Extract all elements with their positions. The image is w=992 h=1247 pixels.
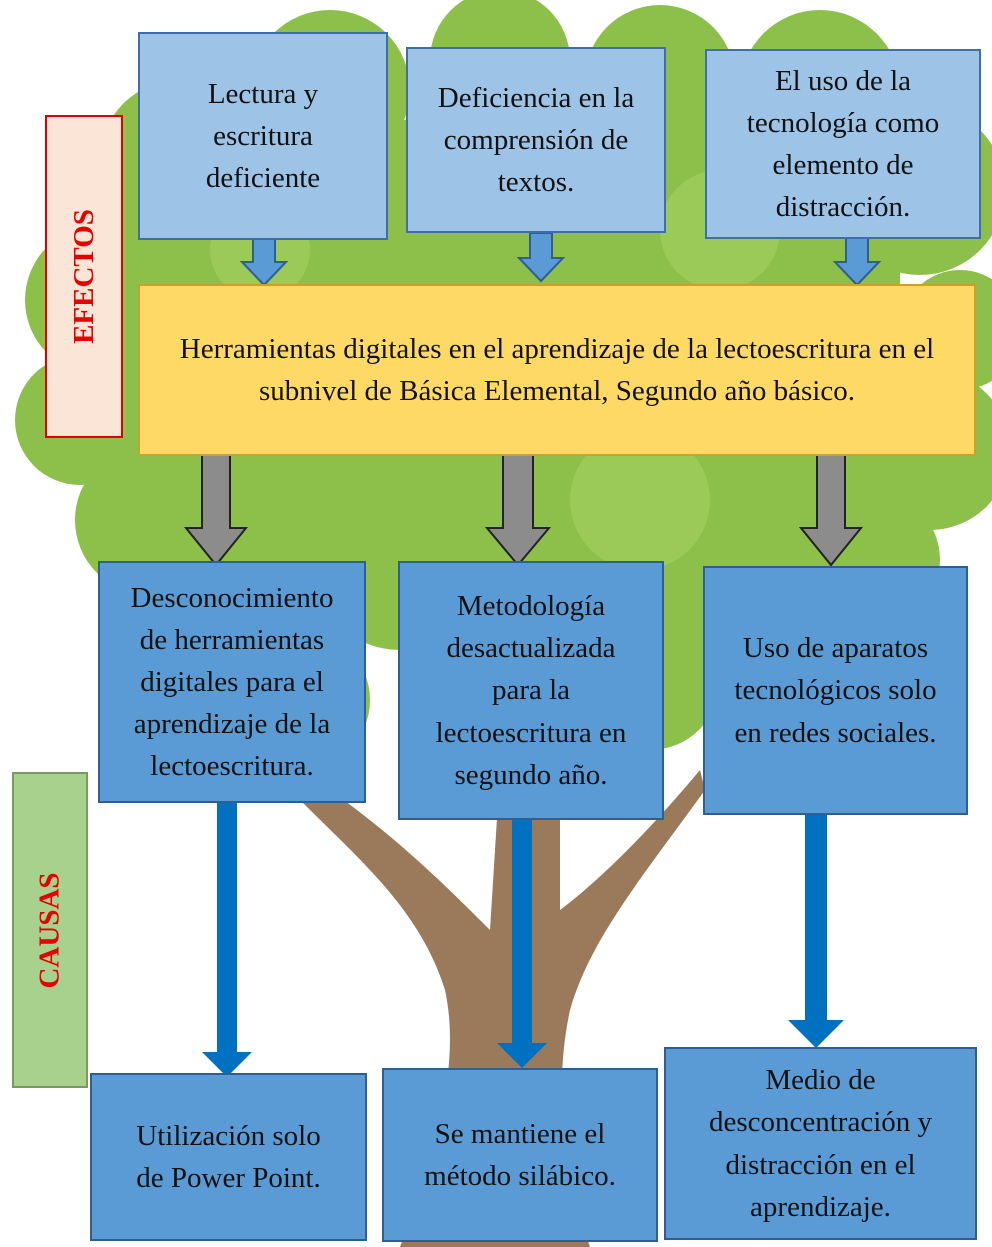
causas-label-text: CAUSAS <box>33 871 66 989</box>
sub-cause-text-2: Se mantiene el método silábico. <box>424 1117 616 1192</box>
sub-cause-box-1: Utilización solo de Power Point. <box>90 1073 367 1241</box>
cause-box-1: Desconocimiento de herramientas digitale… <box>98 561 366 803</box>
sub-cause-box-3: Medio de desconcentración y distracción … <box>664 1047 977 1240</box>
effect-box-1: Lectura y escritura deficiente <box>138 32 388 240</box>
efectos-label: EFECTOS <box>45 115 123 438</box>
central-problem-box: Herramientas digitales en el aprendizaje… <box>138 284 976 456</box>
sub-cause-box-2: Se mantiene el método silábico. <box>382 1068 658 1242</box>
sub-cause-text-3: Medio de desconcentración y distracción … <box>708 1064 933 1223</box>
efectos-label-text: EFECTOS <box>67 209 100 344</box>
cause-text-2: Metodología desactualizada para la lecto… <box>435 590 627 791</box>
effect-text-3: El uso de la tecnología como elemento de… <box>746 64 940 224</box>
sub-cause-text-1: Utilización solo de Power Point. <box>136 1119 321 1194</box>
effect-text-2: Deficiencia en la comprensión de textos. <box>437 81 635 199</box>
effect-text-1: Lectura y escritura deficiente <box>205 77 321 195</box>
central-problem-text: Herramientas digitales en el aprendizaje… <box>179 332 935 407</box>
effect-box-2: Deficiencia en la comprensión de textos. <box>406 47 666 233</box>
cause-text-3: Uso de aparatos tecnológicos solo en red… <box>734 632 937 749</box>
causas-label: CAUSAS <box>12 772 88 1088</box>
cause-text-1: Desconocimiento de herramientas digitale… <box>130 581 334 783</box>
cause-box-3: Uso de aparatos tecnológicos solo en red… <box>703 566 968 815</box>
effect-box-3: El uso de la tecnología como elemento de… <box>705 49 981 239</box>
cause-box-2: Metodología desactualizada para la lecto… <box>398 561 664 820</box>
